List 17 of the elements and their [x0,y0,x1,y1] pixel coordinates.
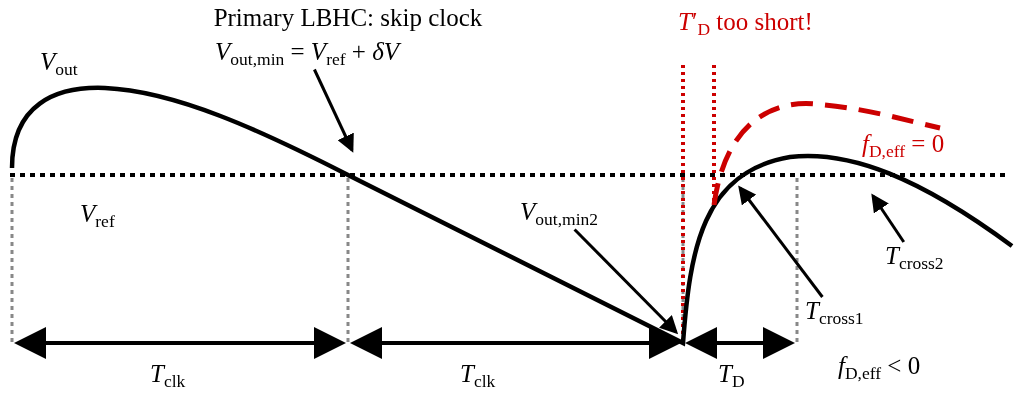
variable-label: f$_{D,eff}$ < 0 [838,352,921,384]
variable-label: V$_{out,min2}$ [520,198,598,230]
leader-arrow [313,68,354,153]
diagram-title: Primary LBHC: skip clock [213,4,483,32]
leader-arrow [573,228,679,335]
variable-label: T′$_{D}$ too short! [678,8,813,40]
variable-label: T$_{cross1}$ [805,297,864,329]
leader-arrow [738,185,824,298]
variable-label: f$_{D,eff}$ = 0 [862,130,945,162]
variable-label: T$_{cross2}$ [885,242,944,274]
variable-label: V$_{out}$ [40,48,78,80]
variable-label: V$_{ref}$ [80,200,115,232]
leader-arrow [871,193,906,243]
variable-label: T$_{clk}$ [460,360,496,392]
variable-label: T$_{clk}$ [150,360,186,392]
variable-label: T$_{D}$ [718,360,745,392]
variable-label: V$_{out,min}$ = V$_{ref}$ + δV [215,38,400,70]
